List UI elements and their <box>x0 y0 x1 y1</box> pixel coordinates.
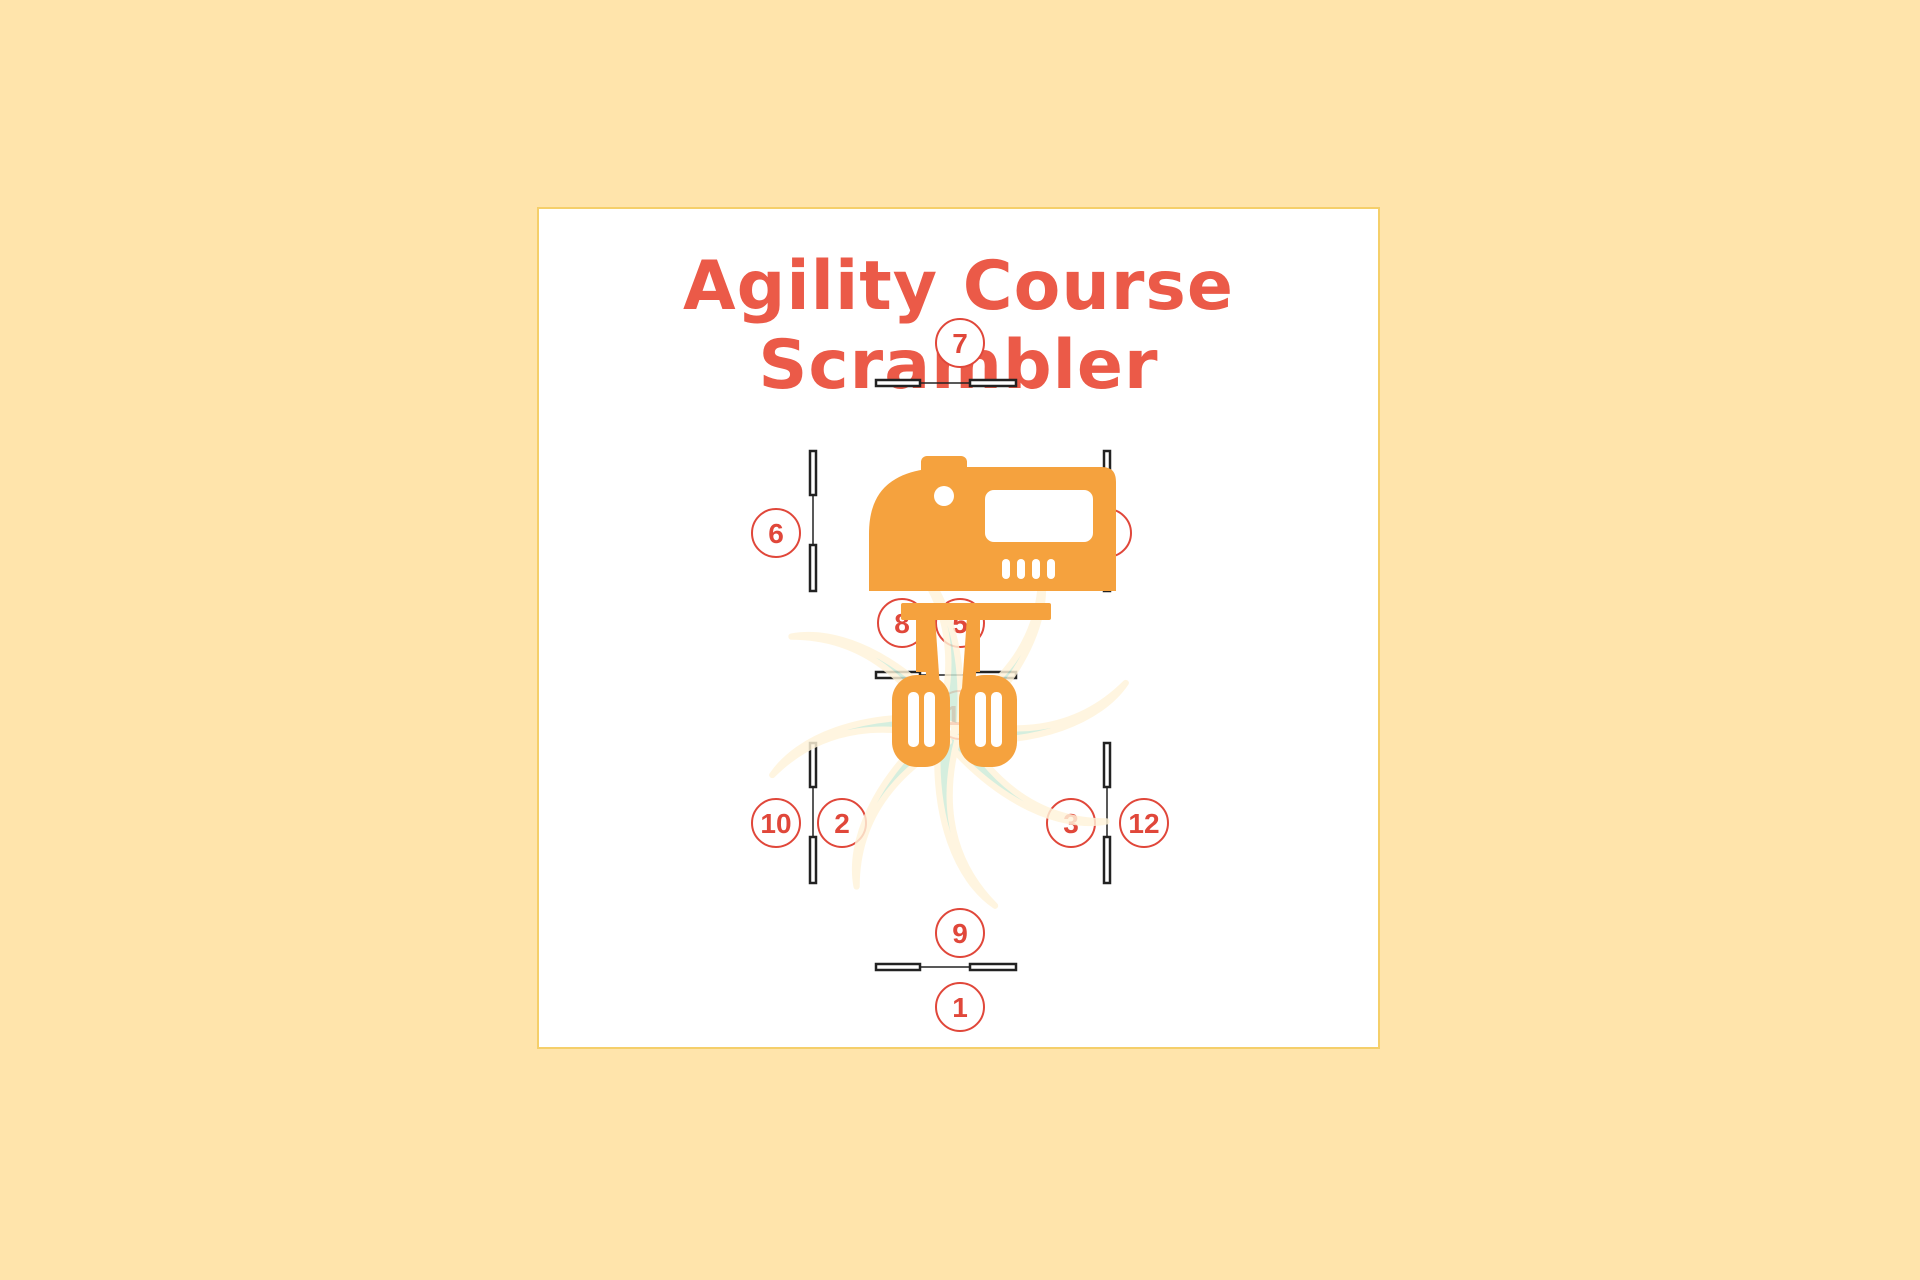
marker-label: 7 <box>952 328 968 359</box>
marker-circle <box>751 798 801 848</box>
obstacle-marker: 2 <box>817 798 867 848</box>
obstacle-marker: 10 <box>751 798 801 848</box>
jump-lower-left <box>808 741 818 885</box>
jump-bottom <box>874 962 1018 972</box>
marker-label: 2 <box>834 808 850 839</box>
marker-circle <box>935 982 985 1032</box>
obstacle-marker: 1 <box>935 982 985 1032</box>
jump-top <box>874 378 1018 388</box>
marker-label: 9 <box>952 918 968 949</box>
obstacle-marker: 6 <box>751 508 801 558</box>
marker-circle <box>935 908 985 958</box>
obstacle-marker: 7 <box>935 318 985 368</box>
marker-circle <box>1119 798 1169 848</box>
hand-mixer-icon <box>869 456 1116 767</box>
marker-circle <box>935 318 985 368</box>
marker-label: 1 <box>952 992 968 1023</box>
course-card: Agility Course Scrambler <box>537 207 1380 1049</box>
marker-label: 12 <box>1128 808 1159 839</box>
obstacle-marker: 9 <box>935 908 985 958</box>
marker-label: 10 <box>760 808 791 839</box>
jump-lower-right <box>1102 741 1112 885</box>
obstacle-marker: 12 <box>1119 798 1169 848</box>
marker-circle <box>751 508 801 558</box>
marker-label: 6 <box>768 518 784 549</box>
course-diagram: 123456789101112 <box>751 318 1169 1032</box>
jump-upper-left <box>808 449 818 593</box>
